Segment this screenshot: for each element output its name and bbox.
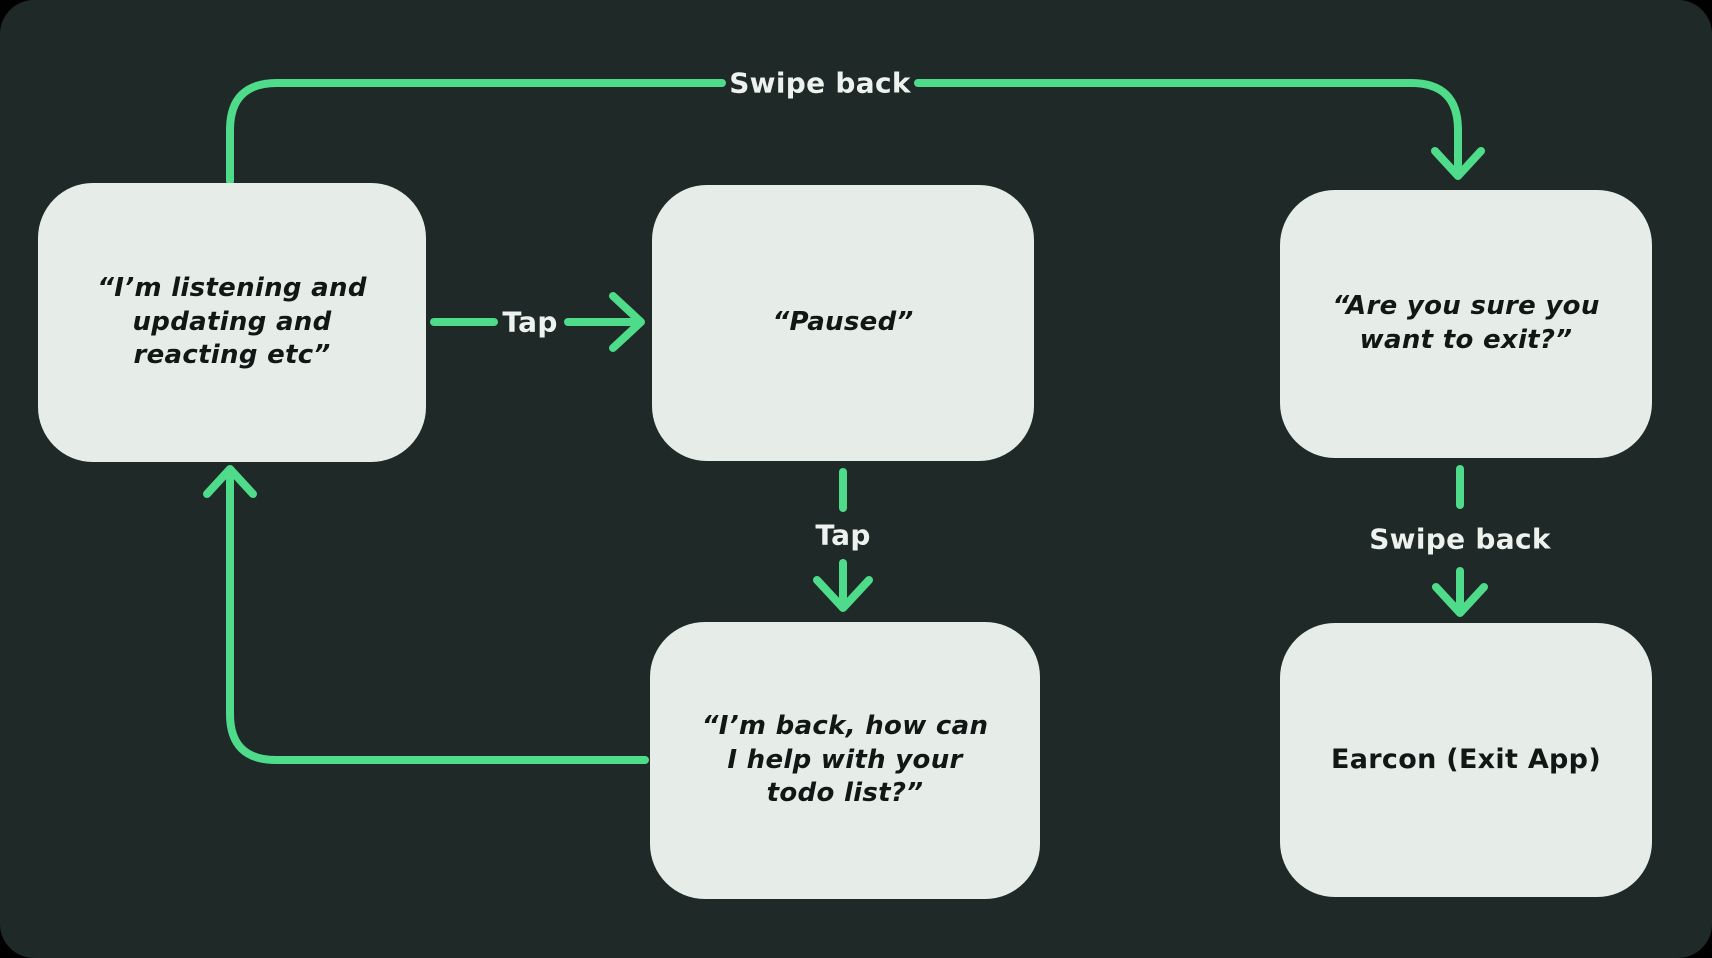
edge-label-swipe-back-right: Swipe back (1369, 522, 1551, 556)
node-listening-text: “I’m listening and updating and reacting… (97, 272, 367, 371)
edge-loop-back-arrowhead-icon (203, 465, 257, 498)
node-earcon-exit-text: Earcon (Exit App) (1331, 744, 1601, 776)
node-paused-text: “Paused” (772, 307, 914, 338)
node-confirm-exit-text: “Are you sure you want to exit?” (1332, 291, 1600, 355)
edge-tap-horizontal-arrowhead-icon (609, 292, 645, 352)
node-back-todo-text: “I’m back, how can I help with your todo… (701, 710, 989, 809)
edge-label-tap-vertical: Tap (815, 518, 871, 552)
edge-swipe-back-top-line-right (914, 79, 1462, 172)
edge-swipe-back-right-arrowhead-icon (1432, 583, 1488, 617)
edge-label-swipe-back-top: Swipe back (729, 66, 911, 100)
edge-label-tap-horizontal: Tap (502, 305, 558, 339)
node-paused: “Paused” (652, 185, 1034, 461)
edge-swipe-back-top-line-left (226, 79, 726, 185)
node-back-todo: “I’m back, how can I help with your todo… (650, 622, 1040, 899)
edge-loop-back-line (226, 474, 649, 764)
node-earcon-exit: Earcon (Exit App) (1280, 623, 1652, 897)
edge-tap-vertical-arrowhead-icon (813, 576, 873, 612)
node-listening: “I’m listening and updating and reacting… (38, 183, 426, 462)
edge-swipe-back-top-arrowhead-icon (1431, 147, 1485, 180)
node-confirm-exit: “Are you sure you want to exit?” (1280, 190, 1652, 458)
